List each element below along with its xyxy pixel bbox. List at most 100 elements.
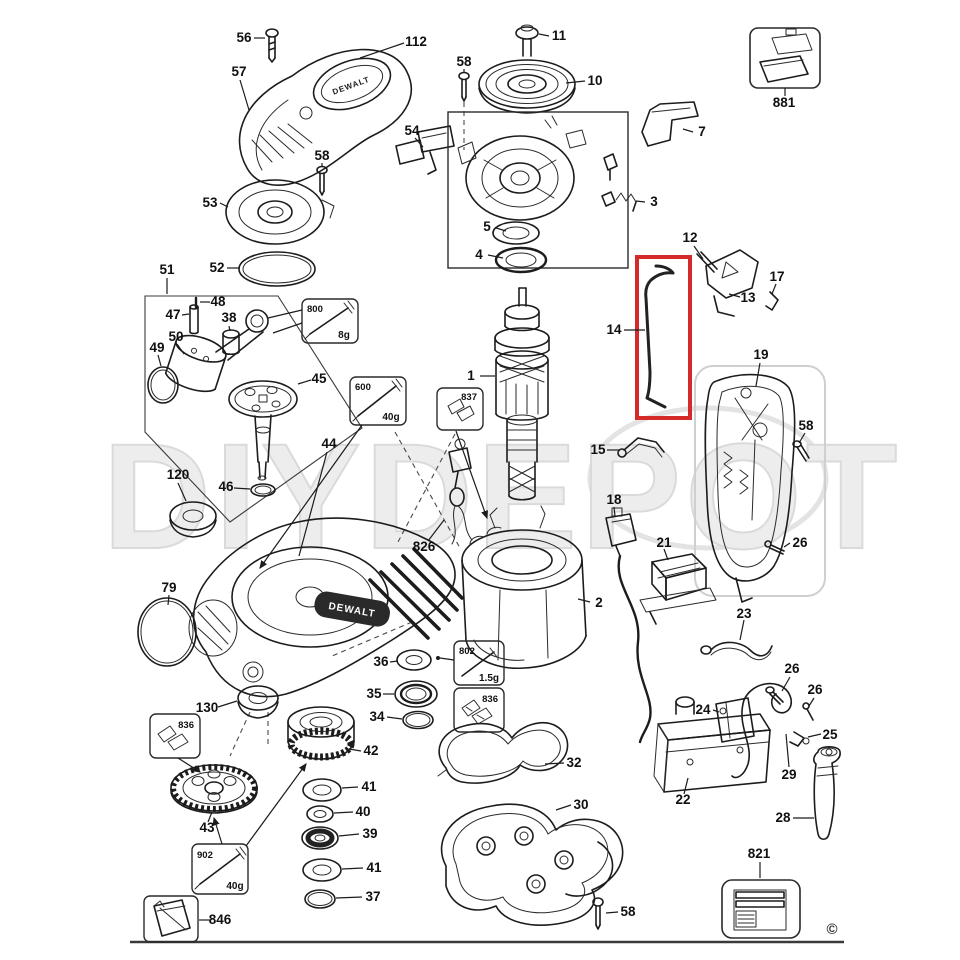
part-label-2: 2 <box>595 595 603 610</box>
part-label-50: 50 <box>168 329 183 344</box>
part-44-gear-housing: DEWALT <box>188 517 464 698</box>
part-39-bearing <box>301 826 339 850</box>
part-label-846: 846 <box>209 912 232 927</box>
part-label-58b: 58 <box>456 54 472 69</box>
part-130-bearing <box>237 685 279 719</box>
part-label-38: 38 <box>221 310 237 325</box>
part-58-screw-c <box>792 440 810 462</box>
highlight-box <box>635 255 692 420</box>
part-label-5: 5 <box>483 219 491 234</box>
part-label-15: 15 <box>590 442 606 457</box>
part-label-28: 28 <box>775 810 791 825</box>
part-label-52: 52 <box>209 260 224 275</box>
part-number-labels: 56 112 57 58 53 54 11 10 58 7 3 5 4 881 … <box>149 28 838 927</box>
part-label-3: 3 <box>650 194 658 209</box>
part-58-screw-b <box>458 71 470 102</box>
part-7-baffle <box>641 101 699 147</box>
part-label-34: 34 <box>369 709 385 724</box>
part-79-oring <box>137 597 197 667</box>
part-32-gasket <box>437 722 569 784</box>
service-box-802: 802 1.5g <box>436 640 505 686</box>
part-10-disc-stack <box>478 59 576 114</box>
part-label-45: 45 <box>311 371 327 386</box>
part-label-7: 7 <box>698 124 706 139</box>
part-35-bearing <box>394 680 438 708</box>
part-1-armature <box>494 287 550 501</box>
construction-lines <box>229 102 465 757</box>
part-34-ring <box>402 710 434 730</box>
service-box-800-qty: 8g <box>338 330 350 341</box>
part-label-40: 40 <box>355 804 370 819</box>
part-46-oring <box>250 483 276 497</box>
part-42-clutch <box>287 706 355 761</box>
part-label-44: 44 <box>321 436 337 451</box>
service-box-836-mid-id: 836 <box>482 694 498 705</box>
part-120-bearing <box>169 501 217 538</box>
part-56-screw <box>265 28 279 63</box>
fan-assembly-box <box>447 111 629 269</box>
part-label-1: 1 <box>467 368 475 383</box>
part-4-bearing <box>494 246 548 274</box>
part-label-32: 32 <box>566 755 581 770</box>
part-label-48: 48 <box>210 294 226 309</box>
part-51-group <box>144 295 363 523</box>
part-17-clip <box>765 291 779 311</box>
service-box-902-qty: 40g <box>226 881 243 892</box>
part-21-block <box>639 553 717 625</box>
service-box-836-left-id: 836 <box>178 720 194 731</box>
service-box-836-mid: 836 <box>453 687 505 733</box>
connecting-rod <box>215 309 269 361</box>
part-label-54: 54 <box>404 123 420 138</box>
part-label-58c: 58 <box>798 418 814 433</box>
part-40-ring <box>306 805 334 823</box>
part-label-22: 22 <box>675 792 690 807</box>
part-11-thumb-nut <box>515 24 539 57</box>
part-41-bearing-b <box>302 858 342 882</box>
service-box-902: 902 40g <box>191 763 307 895</box>
part-label-14: 14 <box>606 322 622 337</box>
part-label-37: 37 <box>365 889 380 904</box>
part-29-cable <box>731 682 793 779</box>
cover-brand-text: DEWALT <box>331 75 371 97</box>
part-label-39: 39 <box>362 826 377 841</box>
part-58-screw-a <box>316 165 328 196</box>
part-label-18: 18 <box>606 492 622 507</box>
part-label-56: 56 <box>236 30 252 45</box>
part-112-gearcase-cover: DEWALT <box>238 48 413 186</box>
copyright-mark: © <box>826 921 837 938</box>
part-label-21: 21 <box>656 535 672 550</box>
part-label-41b: 41 <box>366 860 382 875</box>
part-47-pin <box>189 304 199 335</box>
housing-fins <box>368 547 464 640</box>
part-label-11: 11 <box>552 28 567 43</box>
part-58-screw-d <box>592 897 604 930</box>
part-26-screw-c <box>802 702 814 721</box>
service-box-802-qty: 1.5g <box>479 673 499 684</box>
part-label-58d: 58 <box>620 904 636 919</box>
part-label-12: 12 <box>682 230 697 245</box>
part-label-35: 35 <box>366 686 382 701</box>
part-label-10: 10 <box>587 73 602 88</box>
service-box-836-left: 836 <box>149 713 202 773</box>
part-label-43: 43 <box>199 820 215 835</box>
part-2-field <box>457 505 587 670</box>
service-box-600-id: 600 <box>355 382 371 393</box>
part-label-24: 24 <box>695 702 711 717</box>
service-box-800: 800 8g <box>267 298 359 344</box>
part-label-41a: 41 <box>361 779 377 794</box>
part-label-881: 881 <box>773 95 796 110</box>
part-label-26a: 26 <box>792 535 808 550</box>
part-label-36: 36 <box>373 654 389 669</box>
part-53-cover <box>225 179 335 245</box>
part-label-13: 13 <box>740 290 756 305</box>
part-label-130: 130 <box>196 700 219 715</box>
part-43-gear <box>170 764 258 814</box>
part-54-bracket <box>395 125 455 175</box>
part-45-spindle <box>228 380 298 481</box>
leader-lines <box>157 33 822 921</box>
service-box-802-id: 802 <box>459 646 475 657</box>
part-label-49: 49 <box>149 340 164 355</box>
service-box-600-qty: 40g <box>382 412 399 423</box>
part-label-23: 23 <box>736 606 752 621</box>
